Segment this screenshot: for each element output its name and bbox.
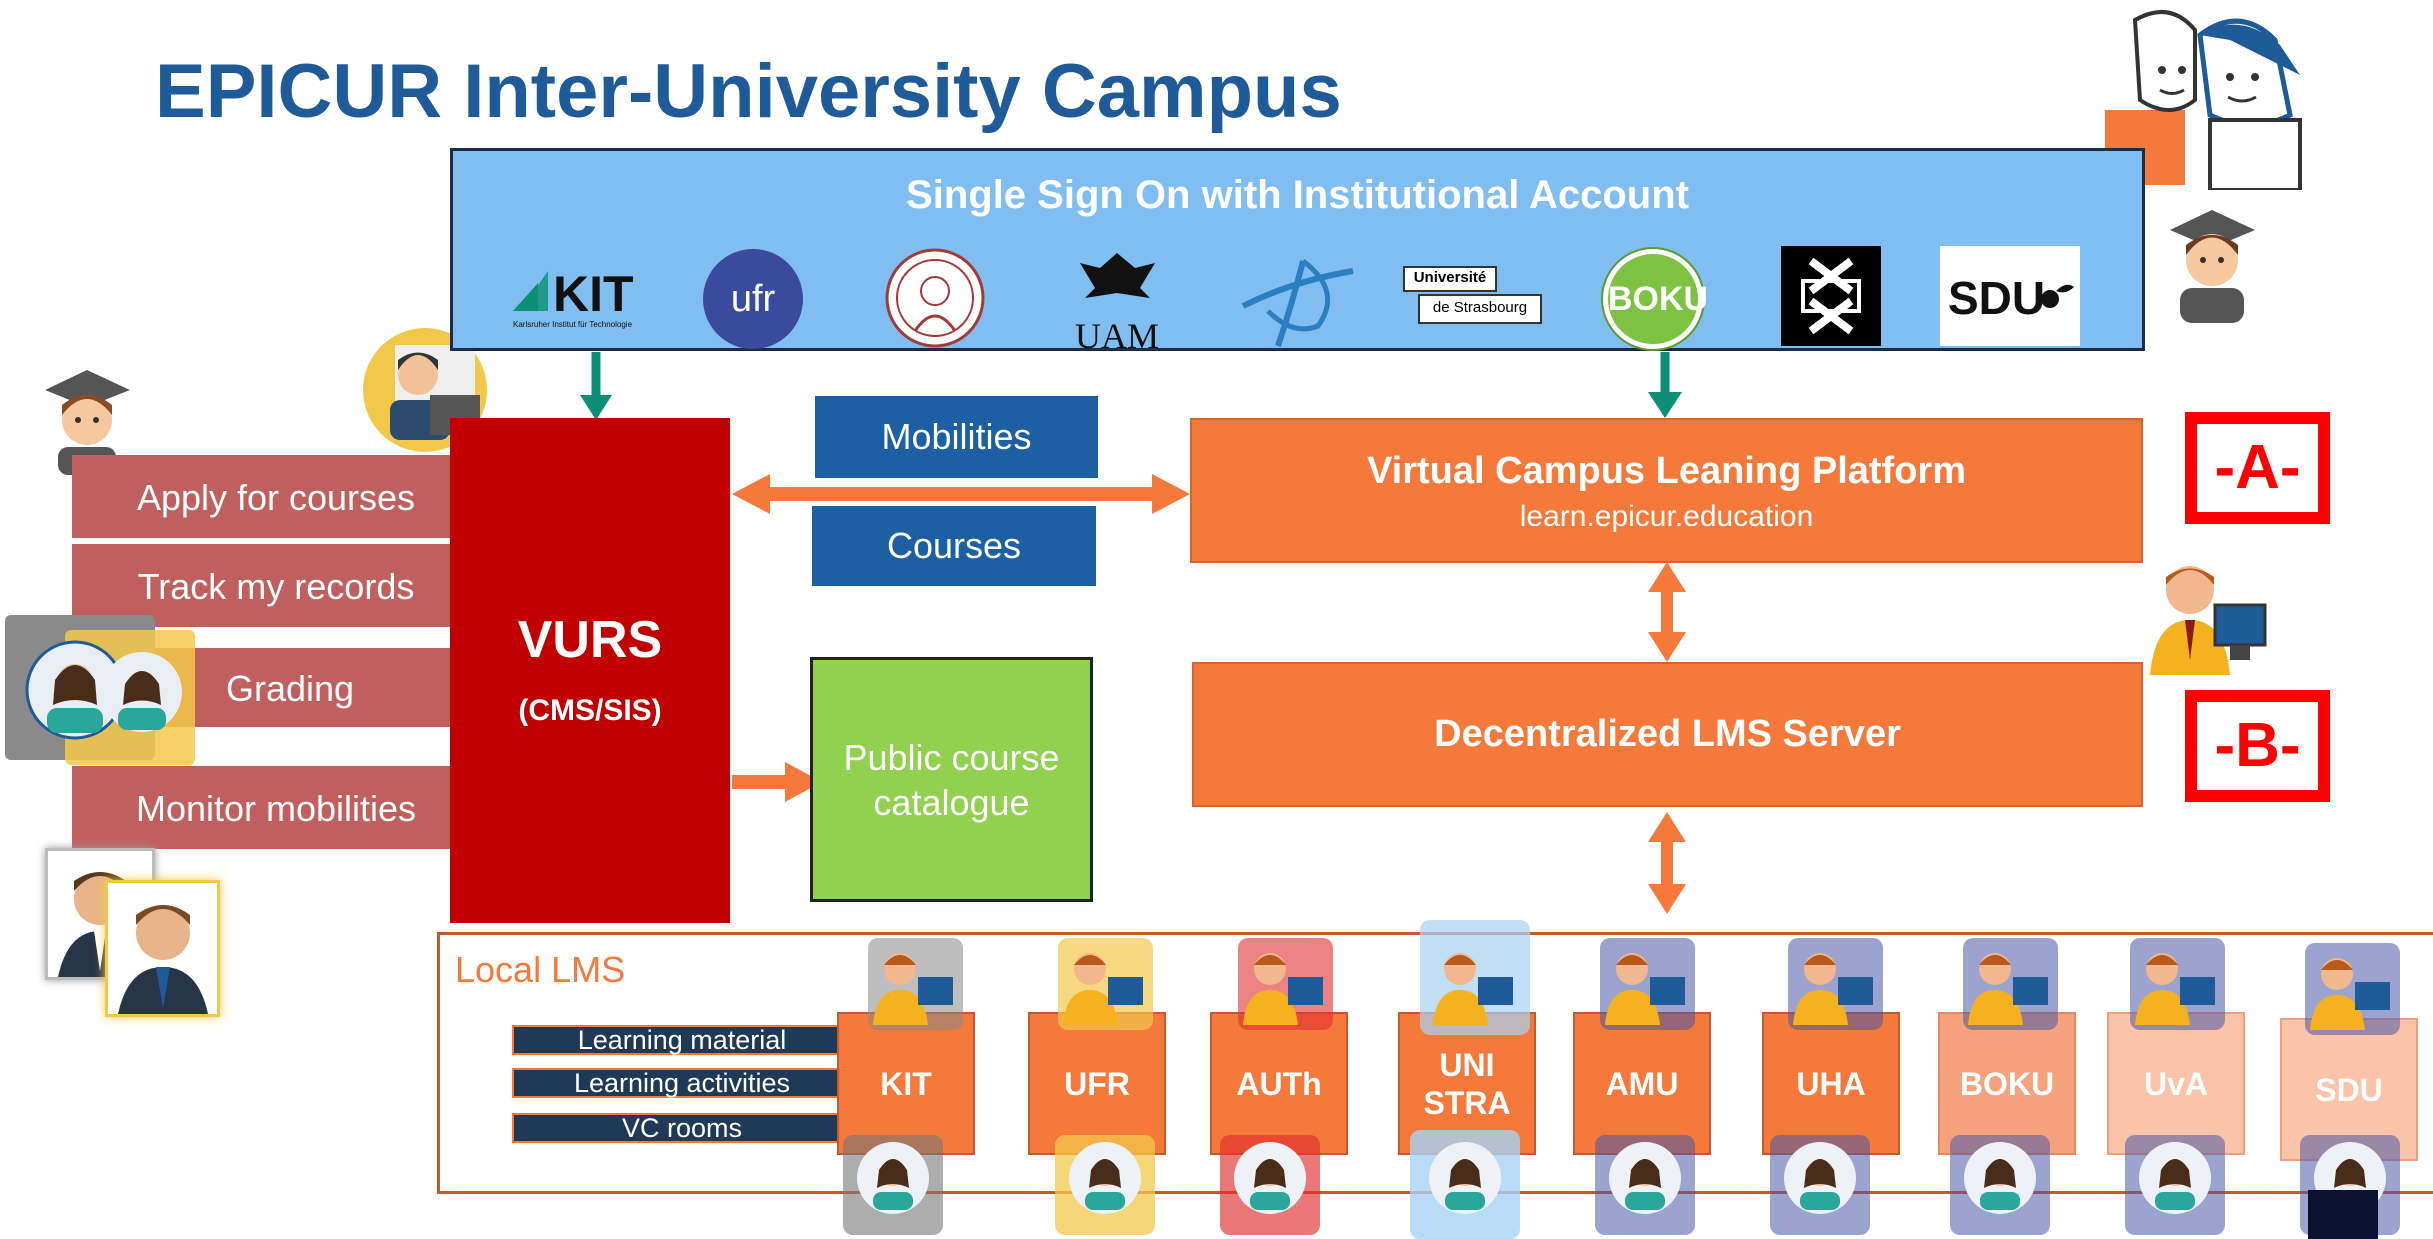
university-box-auth: AUTh [1210, 1012, 1348, 1155]
admin-computer-icon [873, 953, 953, 1025]
uam-logo-text: UAM [1075, 316, 1159, 353]
university-box-uha: UHA [1762, 1012, 1900, 1155]
admin-computer-icon [1243, 953, 1323, 1025]
uam-logo: UAM [1070, 243, 1165, 356]
ufr-logo: ufr [703, 249, 803, 349]
teacher-icon [2139, 1142, 2211, 1214]
sso-title: Single Sign On with Institutional Accoun… [906, 173, 1689, 217]
learning-material-label: Learning material [512, 1025, 852, 1055]
platform-title: Virtual Campus Leaning Platform [1367, 450, 1966, 492]
admin-computer-icon [1433, 953, 1513, 1025]
teacher-icon [25, 640, 125, 740]
admin-computer-icon [1063, 953, 1143, 1025]
menu-apply-for-courses[interactable]: Apply for courses [72, 455, 480, 541]
menu-track-my-records[interactable]: Track my records [72, 544, 480, 630]
university-box-boku: BOKU [1938, 1012, 2076, 1155]
kit-logo-subtitle: Karlsruher Institut für Technologie [513, 320, 633, 329]
page-title: EPICUR Inter-University Campus [155, 49, 1342, 134]
local-lms-label: Local LMS [455, 949, 626, 990]
university-box-uva: UvA [2107, 1012, 2245, 1155]
university-box-amu: AMU [1573, 1012, 1711, 1155]
university-box-kit: KIT [837, 1012, 975, 1155]
teacher-icon [102, 652, 182, 732]
lms-server-title: Decentralized LMS Server [1434, 713, 1901, 755]
staff-photo-frame [105, 880, 220, 1017]
teacher-icon [1964, 1142, 2036, 1214]
platform-url: learn.epicur.education [1519, 500, 1814, 533]
catalogue-line-1: Public course [843, 736, 1060, 778]
virtual-campus-platform-box: Virtual Campus Leaning Platform learn.ep… [1190, 418, 2143, 563]
marker-b: -B- [2185, 690, 2330, 802]
mobilities-box: Mobilities [815, 396, 1098, 478]
courses-box: Courses [812, 506, 1096, 586]
sdu-logo: SDU [1940, 246, 2080, 346]
teacher-icon [857, 1142, 929, 1214]
admin-computer-icon [2135, 953, 2215, 1025]
leaf-icon [2041, 284, 2074, 308]
graduate-student-icon [2170, 210, 2255, 323]
menu-monitor-mobilities[interactable]: Monitor mobilities [72, 766, 480, 852]
slide-corner [2308, 1190, 2378, 1239]
learning-activities-label: Learning activities [512, 1068, 852, 1098]
admin-computer-icon [1968, 953, 2048, 1025]
kit-logo: KIT Karlsruher Institut für Technologie [508, 261, 648, 336]
admin-computer-icon [2150, 566, 2267, 675]
teacher-icon [1234, 1142, 1306, 1214]
catalogue-line-2: catalogue [873, 781, 1030, 823]
uha-logo [1241, 259, 1354, 347]
admin-computer-icon [1793, 953, 1873, 1025]
teacher-icon [1069, 1142, 1141, 1214]
vc-rooms-label: VC rooms [512, 1113, 852, 1143]
uva-logo [1781, 246, 1881, 346]
teacher-icon [1784, 1142, 1856, 1214]
admin-computer-icon [2310, 958, 2390, 1030]
boku-logo: BOKU [1603, 249, 1708, 349]
teacher-icon [1429, 1142, 1501, 1214]
admin-computer-icon [1605, 953, 1685, 1025]
vurs-subtitle: (CMS/SIS) [518, 694, 662, 727]
single-sign-on-box: Single Sign On with Institutional Accoun… [450, 148, 2145, 356]
vurs-title: VURS [517, 611, 663, 669]
auth-logo [885, 248, 985, 348]
marker-a: -A- [2185, 412, 2330, 524]
strasbourg-logo-text: Université [1403, 266, 1497, 292]
strasbourg-logo: Université de Strasbourg [1403, 266, 1543, 336]
sdu-logo-text: SDU [1948, 272, 2046, 324]
teacher-icon [1609, 1142, 1681, 1214]
decentralized-lms-server-box: Decentralized LMS Server [1192, 662, 2143, 807]
kit-logo-text: KIT [553, 266, 634, 322]
university-box-ufr: UFR [1028, 1012, 1166, 1155]
vurs-box: VURS (CMS/SIS) [450, 418, 730, 923]
businessman-icon [118, 905, 208, 1014]
people-illustration-icon [2105, 10, 2302, 190]
strasbourg-logo-subtitle: de Strasbourg [1418, 294, 1542, 324]
